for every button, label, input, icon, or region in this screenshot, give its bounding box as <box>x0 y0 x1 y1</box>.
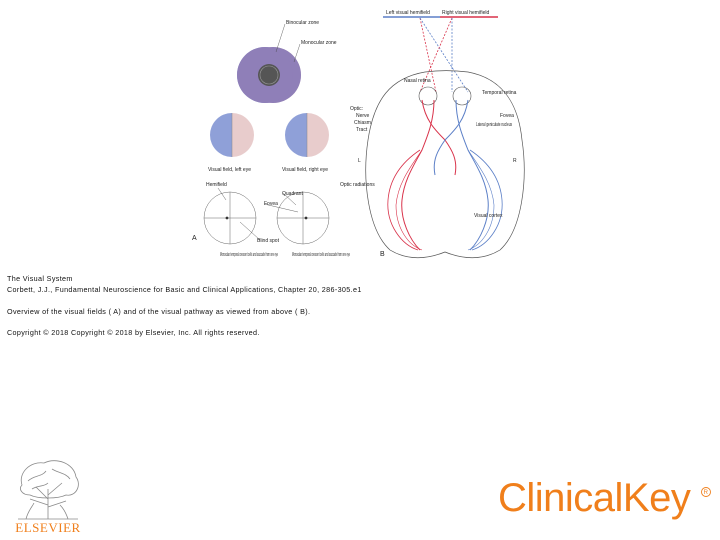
tract-label: Tract <box>356 127 368 133</box>
chiasm-label: Chiasm <box>354 120 371 126</box>
caption-citation: Corbett, J.J., Fundamental Neuroscience … <box>7 285 362 294</box>
visual-field-right-eye: Visual field, right eye <box>282 113 329 173</box>
clinicalkey-wordmark: ClinicalKey <box>498 476 690 521</box>
visual-cortex-label: Visual cortex <box>474 213 503 219</box>
panel-b-label: B <box>380 251 385 258</box>
hemifield-label: Hemifield <box>206 182 227 188</box>
caption-description: Overview of the visual fields ( A) and o… <box>7 307 310 316</box>
monocular-zone-label: Monocular zone <box>301 40 337 46</box>
nerve-label: Nerve <box>356 113 370 119</box>
svg-text:R: R <box>704 490 709 496</box>
panel-a-label: A <box>192 235 197 242</box>
elsevier-wordmark: ELSEVIER <box>8 520 88 536</box>
caption-title: The Visual System <box>7 274 73 283</box>
right-hemifield-label: Right visual hemifield <box>442 10 489 16</box>
registered-mark-icon: R <box>700 486 712 498</box>
visual-field-left-label: Visual field, left eye <box>208 167 251 173</box>
blind-spot-label: Blind spot <box>257 238 280 244</box>
optic-radiations-label: Optic radiations <box>340 182 375 188</box>
side-l-label: L <box>358 158 361 164</box>
head-icon <box>258 64 280 86</box>
side-r-label: R <box>513 158 517 164</box>
nasal-retina-label: Nasal retina <box>404 78 431 84</box>
fovea-label-a: Fovea <box>264 201 278 207</box>
left-hemifield-label: Left visual hemifield <box>386 10 430 16</box>
visual-pathway-diagram: Left visual hemifield Right visual hemif… <box>340 10 524 258</box>
visual-field-right-label: Visual field, right eye <box>282 167 328 173</box>
visual-system-figure: Binocular zone Monocular zone Visual fie… <box>190 0 530 272</box>
caption-copyright: Copyright © 2018 Copyright © 2018 by Els… <box>7 328 260 337</box>
optic-label: Optic: <box>350 106 363 112</box>
fovea-label-b: Fovea <box>500 113 514 119</box>
mono-temporal-left-label: Monocular temporal crescent cells and sa… <box>220 252 278 258</box>
quadrant-label: Quadrant <box>282 191 303 197</box>
lgn-label: Lateral geniculate nucleus <box>476 122 512 128</box>
binocular-field-diagram: Binocular zone Monocular zone <box>237 20 337 103</box>
perimetry-diagrams <box>204 188 329 244</box>
binocular-zone-label: Binocular zone <box>286 20 319 26</box>
mono-temporal-right-label: Monocular temporal crescent cells and sa… <box>292 252 350 258</box>
temporal-retina-label: Temporal retina <box>482 90 517 96</box>
visual-field-left-eye: Visual field, left eye <box>208 113 254 173</box>
